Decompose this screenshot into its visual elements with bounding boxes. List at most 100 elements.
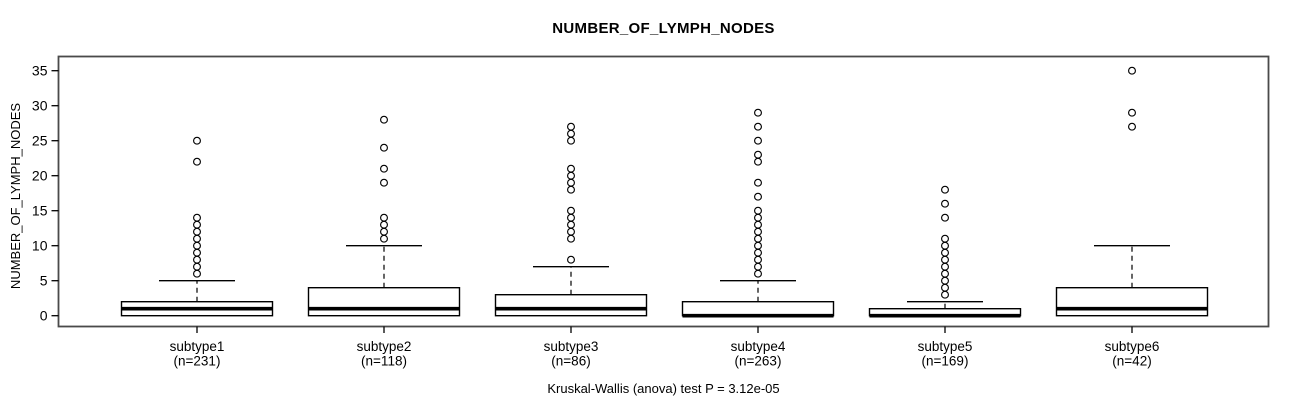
boxplot-group-subtype6 [1055,66,1209,317]
outlier-point [193,227,201,236]
outlier-point [380,213,388,222]
outlier-point [754,234,762,243]
outlier-point [754,108,762,117]
y-axis: 0 5 10 15 20 25 30 35 [32,63,59,324]
iqr-box [494,294,648,317]
outlier-point [941,255,949,264]
outlier-point [754,150,762,159]
outlier-point [941,199,949,208]
outlier-point [941,269,949,278]
outlier-point [1128,122,1136,131]
outlier-point [193,255,201,264]
x-group-n-label: (n=169) [922,354,969,369]
boxplot-groups [120,66,1209,318]
x-group-n-label: (n=118) [361,354,407,369]
x-group-label: subtype2 [357,339,412,354]
x-group-label: subtype4 [731,339,786,354]
outlier-point [567,122,575,131]
outlier-point [380,234,388,243]
outlier-point [567,213,575,222]
outlier-point [193,248,201,257]
outlier-point [380,220,388,229]
outlier-point [567,185,575,194]
outlier-point [754,157,762,166]
outlier-point [754,269,762,278]
y-tick-label: 15 [32,203,48,219]
outlier-point [567,171,575,180]
outlier-point [567,255,575,264]
outlier-point [567,178,575,187]
x-group-label: subtype1 [170,339,225,354]
boxplot-group-subtype2 [307,115,461,317]
outlier-point [380,164,388,173]
chart-title: NUMBER_OF_LYMPH_NODES [552,20,774,37]
outlier-point [1128,108,1136,117]
outlier-point [193,262,201,271]
outlier-point [567,164,575,173]
x-group-n-label: (n=86) [551,354,590,369]
outlier-point [193,241,201,250]
y-tick-label: 35 [32,63,48,79]
outlier-point [941,262,949,271]
outlier-point [754,220,762,229]
outlier-point [754,206,762,215]
outlier-point [941,248,949,257]
outlier-point [193,220,201,229]
outlier-point [941,290,949,299]
x-group-label: subtype6 [1105,339,1160,354]
outlier-point [754,248,762,257]
outlier-point [754,122,762,131]
outlier-point [754,213,762,222]
outlier-point [380,115,388,124]
outlier-point [193,234,201,243]
y-tick-label: 20 [32,168,48,184]
outlier-point [193,269,201,278]
outlier-point [941,213,949,222]
y-tick-label: 0 [40,308,48,324]
outlier-point [567,234,575,243]
outlier-point [941,185,949,194]
outlier-point [754,136,762,145]
outlier-point [380,178,388,187]
outlier-point [193,157,201,166]
outlier-point [193,136,201,145]
outlier-point [754,178,762,187]
y-tick-label: 25 [32,133,48,149]
x-group-n-label: (n=263) [735,354,782,369]
outlier-point [754,255,762,264]
plot-frame [57,55,1270,328]
iqr-box [307,287,461,317]
y-axis-title: NUMBER_OF_LYMPH_NODES [8,103,23,289]
iqr-box [1055,287,1209,317]
outlier-point [380,227,388,236]
boxplot-group-subtype4 [681,108,835,318]
iqr-box [681,301,835,317]
outlier-point [567,220,575,229]
outlier-point [941,241,949,250]
outlier-point [941,283,949,292]
outlier-point [567,227,575,236]
y-tick-label: 30 [32,98,48,114]
y-tick-label: 10 [32,238,48,254]
outlier-point [754,192,762,201]
outlier-point [941,276,949,285]
boxplot-group-subtype3 [494,122,648,317]
outlier-point [567,129,575,138]
outlier-point [193,213,201,222]
outlier-point [754,227,762,236]
outlier-point [567,136,575,145]
outlier-point [754,262,762,271]
outlier-point [380,143,388,152]
outlier-point [754,241,762,250]
outlier-point [567,206,575,215]
boxplot-group-subtype1 [120,136,274,317]
outlier-point [1128,66,1136,75]
y-tick-label: 5 [40,273,48,289]
x-group-n-label: (n=231) [174,354,221,369]
outlier-point [941,234,949,243]
x-group-n-label: (n=42) [1112,354,1151,369]
kruskal-wallis-annotation: Kruskal-Wallis (anova) test P = 3.12e-05 [547,381,779,396]
x-axis: subtype1(n=231)subtype2(n=118)subtype3(n… [170,326,1160,369]
